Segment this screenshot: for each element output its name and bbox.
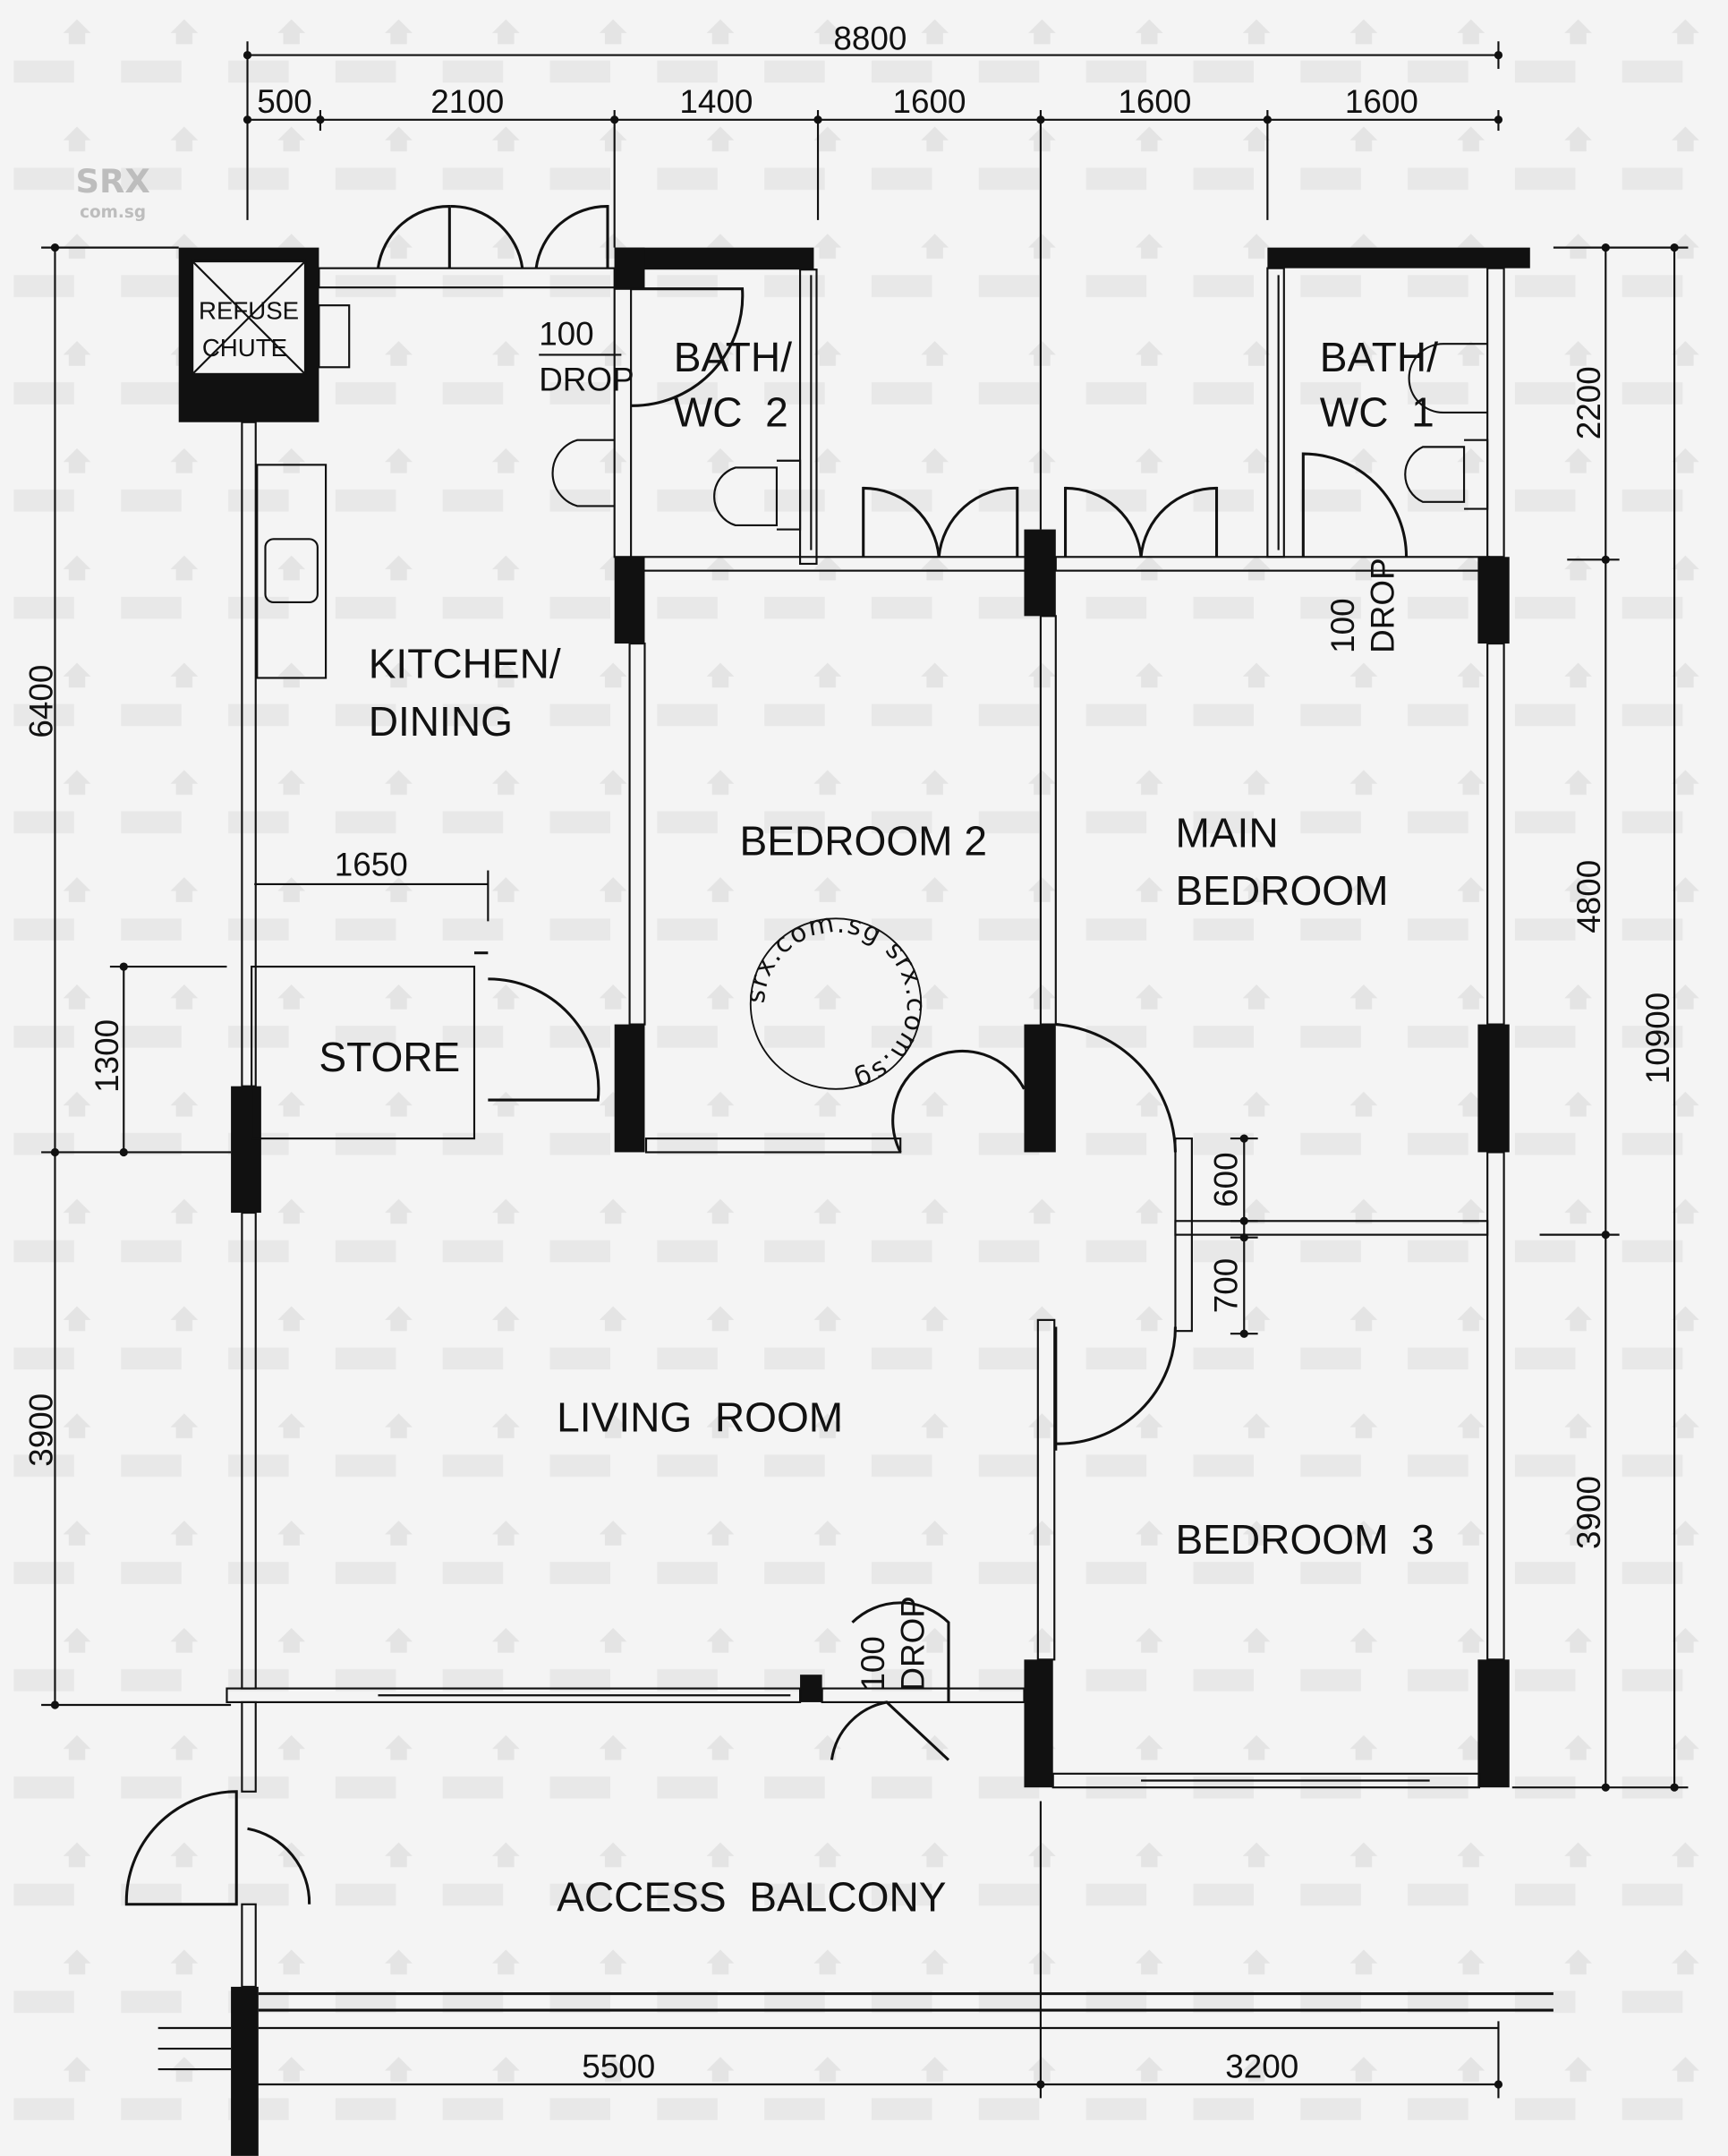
dim-left-2: 3900 xyxy=(22,1393,59,1467)
label-kitchen-1: KITCHEN/ xyxy=(369,640,561,686)
dim-right-total: 10900 xyxy=(1639,993,1676,1084)
label-drop-kitchen-1: 100 xyxy=(539,316,594,353)
shower-icon xyxy=(1408,343,1488,414)
label-kitchen-2: DINING xyxy=(369,698,513,745)
dim-top-1: 500 xyxy=(257,83,312,120)
label-bath-wc-2-1: BATH/ xyxy=(674,334,792,380)
label-bedroom-3: BEDROOM 3 xyxy=(1175,1516,1434,1563)
walls xyxy=(157,247,1553,2156)
fixtures xyxy=(256,343,1489,679)
kitchen-sink-counter xyxy=(256,464,328,679)
label-living-room: LIVING ROOM xyxy=(557,1393,843,1440)
dim-top-2: 2100 xyxy=(430,83,504,120)
label-bath-wc-1-2: WC 1 xyxy=(1320,388,1434,435)
watermark-sub: com.sg xyxy=(80,203,146,222)
dim-top-5: 1600 xyxy=(1118,83,1191,120)
dim-corridor-1: 600 xyxy=(1208,1152,1245,1207)
label-access-balcony: ACCESS BALCONY xyxy=(557,1873,946,1920)
dimension-labels: 8800 500 2100 1400 1600 1600 1600 6400 3… xyxy=(22,20,1676,2084)
dim-right-3: 3900 xyxy=(1571,1476,1607,1549)
watermark: SRX com.sg xyxy=(75,162,149,222)
label-bedroom-2: BEDROOM 2 xyxy=(739,818,987,865)
label-refuse-chute-1: REFUSE xyxy=(199,297,299,325)
room-labels: REFUSE CHUTE BATH/ WC 2 BATH/ WC 1 KITCH… xyxy=(199,297,1438,1921)
dimension-ticks xyxy=(50,50,1679,2089)
label-bath-wc-2-2: WC 2 xyxy=(674,388,788,435)
label-main-bedroom-2: BEDROOM xyxy=(1175,867,1388,914)
dim-top-3: 1400 xyxy=(679,83,753,120)
label-drop-kitchen-2: DROP xyxy=(539,361,634,397)
dim-top-4: 1600 xyxy=(892,83,966,120)
dim-left-1: 6400 xyxy=(22,665,59,738)
dim-bottom-2: 3200 xyxy=(1225,2048,1298,2084)
label-drop-main-2: DROP xyxy=(1365,558,1401,653)
toilet-icon xyxy=(713,459,802,531)
dim-store: 1300 xyxy=(89,1019,125,1093)
dim-top-total: 8800 xyxy=(833,20,907,56)
dim-right-1: 2200 xyxy=(1571,366,1607,439)
label-refuse-chute-2: CHUTE xyxy=(202,334,287,362)
watermark-brand: SRX xyxy=(75,162,149,200)
label-drop-main-1: 100 xyxy=(1324,598,1361,653)
label-drop-living-2: DROP xyxy=(894,1596,931,1692)
dim-right-2: 4800 xyxy=(1571,860,1607,933)
doors xyxy=(124,205,1409,1906)
label-store: STORE xyxy=(319,1034,460,1080)
dim-bottom-1: 5500 xyxy=(582,2048,655,2084)
basin-icon xyxy=(551,439,615,507)
sink-icon xyxy=(264,538,319,604)
label-main-bedroom-1: MAIN xyxy=(1175,809,1278,856)
dim-kitchen: 1650 xyxy=(335,847,408,883)
label-bath-wc-1-1: BATH/ xyxy=(1320,334,1438,380)
dim-corridor-2: 700 xyxy=(1208,1258,1245,1314)
dim-top-6: 1600 xyxy=(1345,83,1418,120)
label-drop-living-1: 100 xyxy=(855,1636,891,1692)
toilet-icon xyxy=(1404,439,1489,510)
